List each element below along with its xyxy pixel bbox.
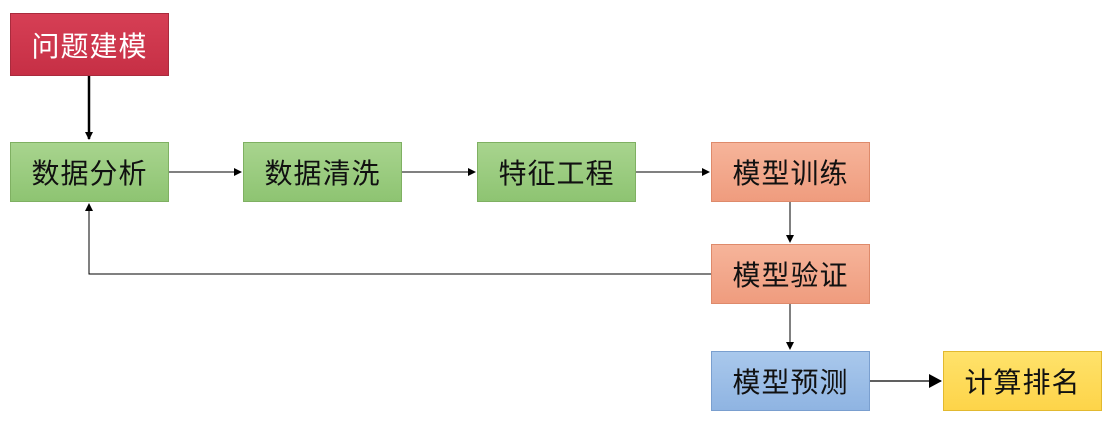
node-data-cleaning: 数据清洗 — [243, 142, 402, 202]
node-compute-ranking: 计算排名 — [943, 351, 1102, 411]
node-data-analysis: 数据分析 — [10, 142, 169, 202]
node-model-training: 模型训练 — [711, 142, 870, 202]
node-model-prediction: 模型预测 — [711, 351, 870, 411]
node-model-validation: 模型验证 — [711, 244, 870, 304]
node-problem-modeling: 问题建模 — [10, 13, 169, 76]
edge-validation-to-analysis — [85, 203, 711, 275]
node-feature-engineering: 特征工程 — [477, 142, 636, 202]
